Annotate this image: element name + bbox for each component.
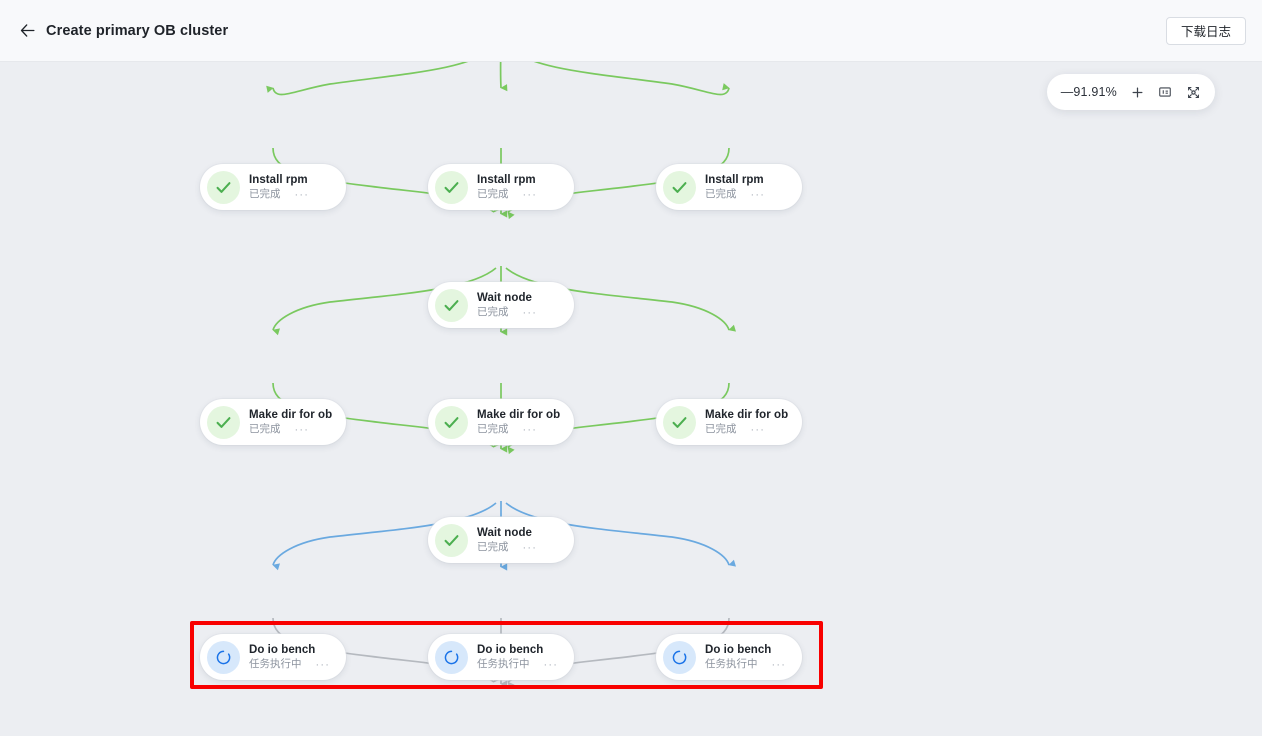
workflow-node-install-rpm[interactable]: Install rpm 已完成 ··· [428,164,574,210]
node-more-menu-icon[interactable]: ··· [522,541,538,554]
node-subline: 已完成 ··· [249,423,332,436]
node-subline: 已完成 ··· [477,423,560,436]
status-done-icon [207,405,240,439]
workflow-node-wait-node-1[interactable]: Wait node 已完成 ··· [428,282,574,328]
fit-to-screen-icon[interactable] [1157,84,1173,100]
arrow-left-icon[interactable] [14,18,40,44]
node-subline: 已完成 ··· [477,541,537,554]
zoom-level-value[interactable]: —91.91% [1060,85,1117,99]
node-status: 已完成 [477,541,509,553]
workflow-node-do-io-bench[interactable]: Do io bench 任务执行中 ··· [428,634,574,680]
status-running-icon [663,640,696,674]
node-text: Make dir for ob 已完成 ··· [477,408,560,436]
node-more-menu-icon[interactable]: ··· [543,658,559,671]
node-more-menu-icon[interactable]: ··· [771,658,787,671]
node-text: Wait node 已完成 ··· [477,291,537,319]
node-status: 已完成 [249,423,281,435]
node-subline: 已完成 ··· [477,306,537,319]
workflow-edges [266,62,736,690]
node-status: 已完成 [705,188,737,200]
node-subline: 任务执行中 ··· [249,658,330,671]
node-status: 已完成 [477,188,509,200]
workflow-node-do-io-bench[interactable]: Do io bench 任务执行中 ··· [200,634,346,680]
node-more-menu-icon[interactable]: ··· [522,188,538,201]
node-title: Wait node [477,292,532,304]
node-subline: 已完成 ··· [705,423,788,436]
node-text: Do io bench 任务执行中 ··· [705,643,786,671]
node-text: Do io bench 任务执行中 ··· [477,643,558,671]
node-subline: 已完成 ··· [477,188,537,201]
node-more-menu-icon[interactable]: ··· [522,306,538,319]
node-title: Install rpm [477,174,536,186]
node-subline: 任务执行中 ··· [705,658,786,671]
node-text: Make dir for ob 已完成 ··· [249,408,332,436]
node-title: Make dir for ob [705,409,789,421]
header-actions: 下载日志 [1165,16,1246,45]
status-done-icon [435,170,468,204]
node-status: 任务执行中 [705,658,758,670]
node-title: Do io bench [705,644,772,656]
page-title: Create primary OB cluster [46,22,229,39]
node-title: Install rpm [249,174,308,186]
download-log-button[interactable]: 下载日志 [1165,16,1246,45]
center-focus-icon[interactable] [1185,84,1201,100]
workflow-node-do-io-bench[interactable]: Do io bench 任务执行中 ··· [656,634,802,680]
node-status: 任务执行中 [249,658,302,670]
workflow-node-make-dir-for-ob[interactable]: Make dir for ob 已完成 ··· [200,399,346,445]
node-status: 已完成 [705,423,737,435]
workflow-node-make-dir-for-ob[interactable]: Make dir for ob 已完成 ··· [428,399,574,445]
edges-top-fanout [266,62,730,96]
node-status: 已完成 [249,188,281,200]
node-text: Wait node 已完成 ··· [477,526,537,554]
status-done-icon [663,170,696,204]
status-done-icon [435,523,468,557]
node-text: Make dir for ob 已完成 ··· [705,408,788,436]
node-more-menu-icon[interactable]: ··· [750,188,766,201]
node-text: Do io bench 任务执行中 ··· [249,643,330,671]
node-title: Install rpm [705,174,764,186]
node-more-menu-icon[interactable]: ··· [522,423,538,436]
node-status: 任务执行中 [477,658,530,670]
node-title: Make dir for ob [249,409,333,421]
node-text: Install rpm 已完成 ··· [249,173,309,201]
node-status: 已完成 [477,306,509,318]
node-title: Make dir for ob [477,409,561,421]
node-status: 已完成 [477,423,509,435]
node-title: Do io bench [249,644,316,656]
status-done-icon [435,405,468,439]
node-text: Install rpm 已完成 ··· [477,173,537,201]
node-more-menu-icon[interactable]: ··· [315,658,331,671]
node-more-menu-icon[interactable]: ··· [294,423,310,436]
node-more-menu-icon[interactable]: ··· [294,188,310,201]
node-text: Install rpm 已完成 ··· [705,173,765,201]
workflow-node-make-dir-for-ob[interactable]: Make dir for ob 已完成 ··· [656,399,802,445]
node-title: Wait node [477,527,532,539]
zoom-control[interactable]: —91.91% [1046,74,1215,110]
status-done-icon [435,288,468,322]
workflow-node-install-rpm[interactable]: Install rpm 已完成 ··· [656,164,802,210]
workflow-node-wait-node-2[interactable]: Wait node 已完成 ··· [428,517,574,563]
status-done-icon [207,170,240,204]
node-subline: 已完成 ··· [249,188,309,201]
node-subline: 已完成 ··· [705,188,765,201]
node-subline: 任务执行中 ··· [477,658,558,671]
node-more-menu-icon[interactable]: ··· [750,423,766,436]
workflow-canvas[interactable]: —91.91% [0,62,1262,736]
page-header: Create primary OB cluster 下载日志 [0,0,1262,62]
node-title: Do io bench [477,644,544,656]
status-running-icon [207,640,240,674]
status-done-icon [663,405,696,439]
workflow-node-install-rpm[interactable]: Install rpm 已完成 ··· [200,164,346,210]
status-running-icon [435,640,468,674]
zoom-in-icon[interactable] [1129,84,1145,100]
